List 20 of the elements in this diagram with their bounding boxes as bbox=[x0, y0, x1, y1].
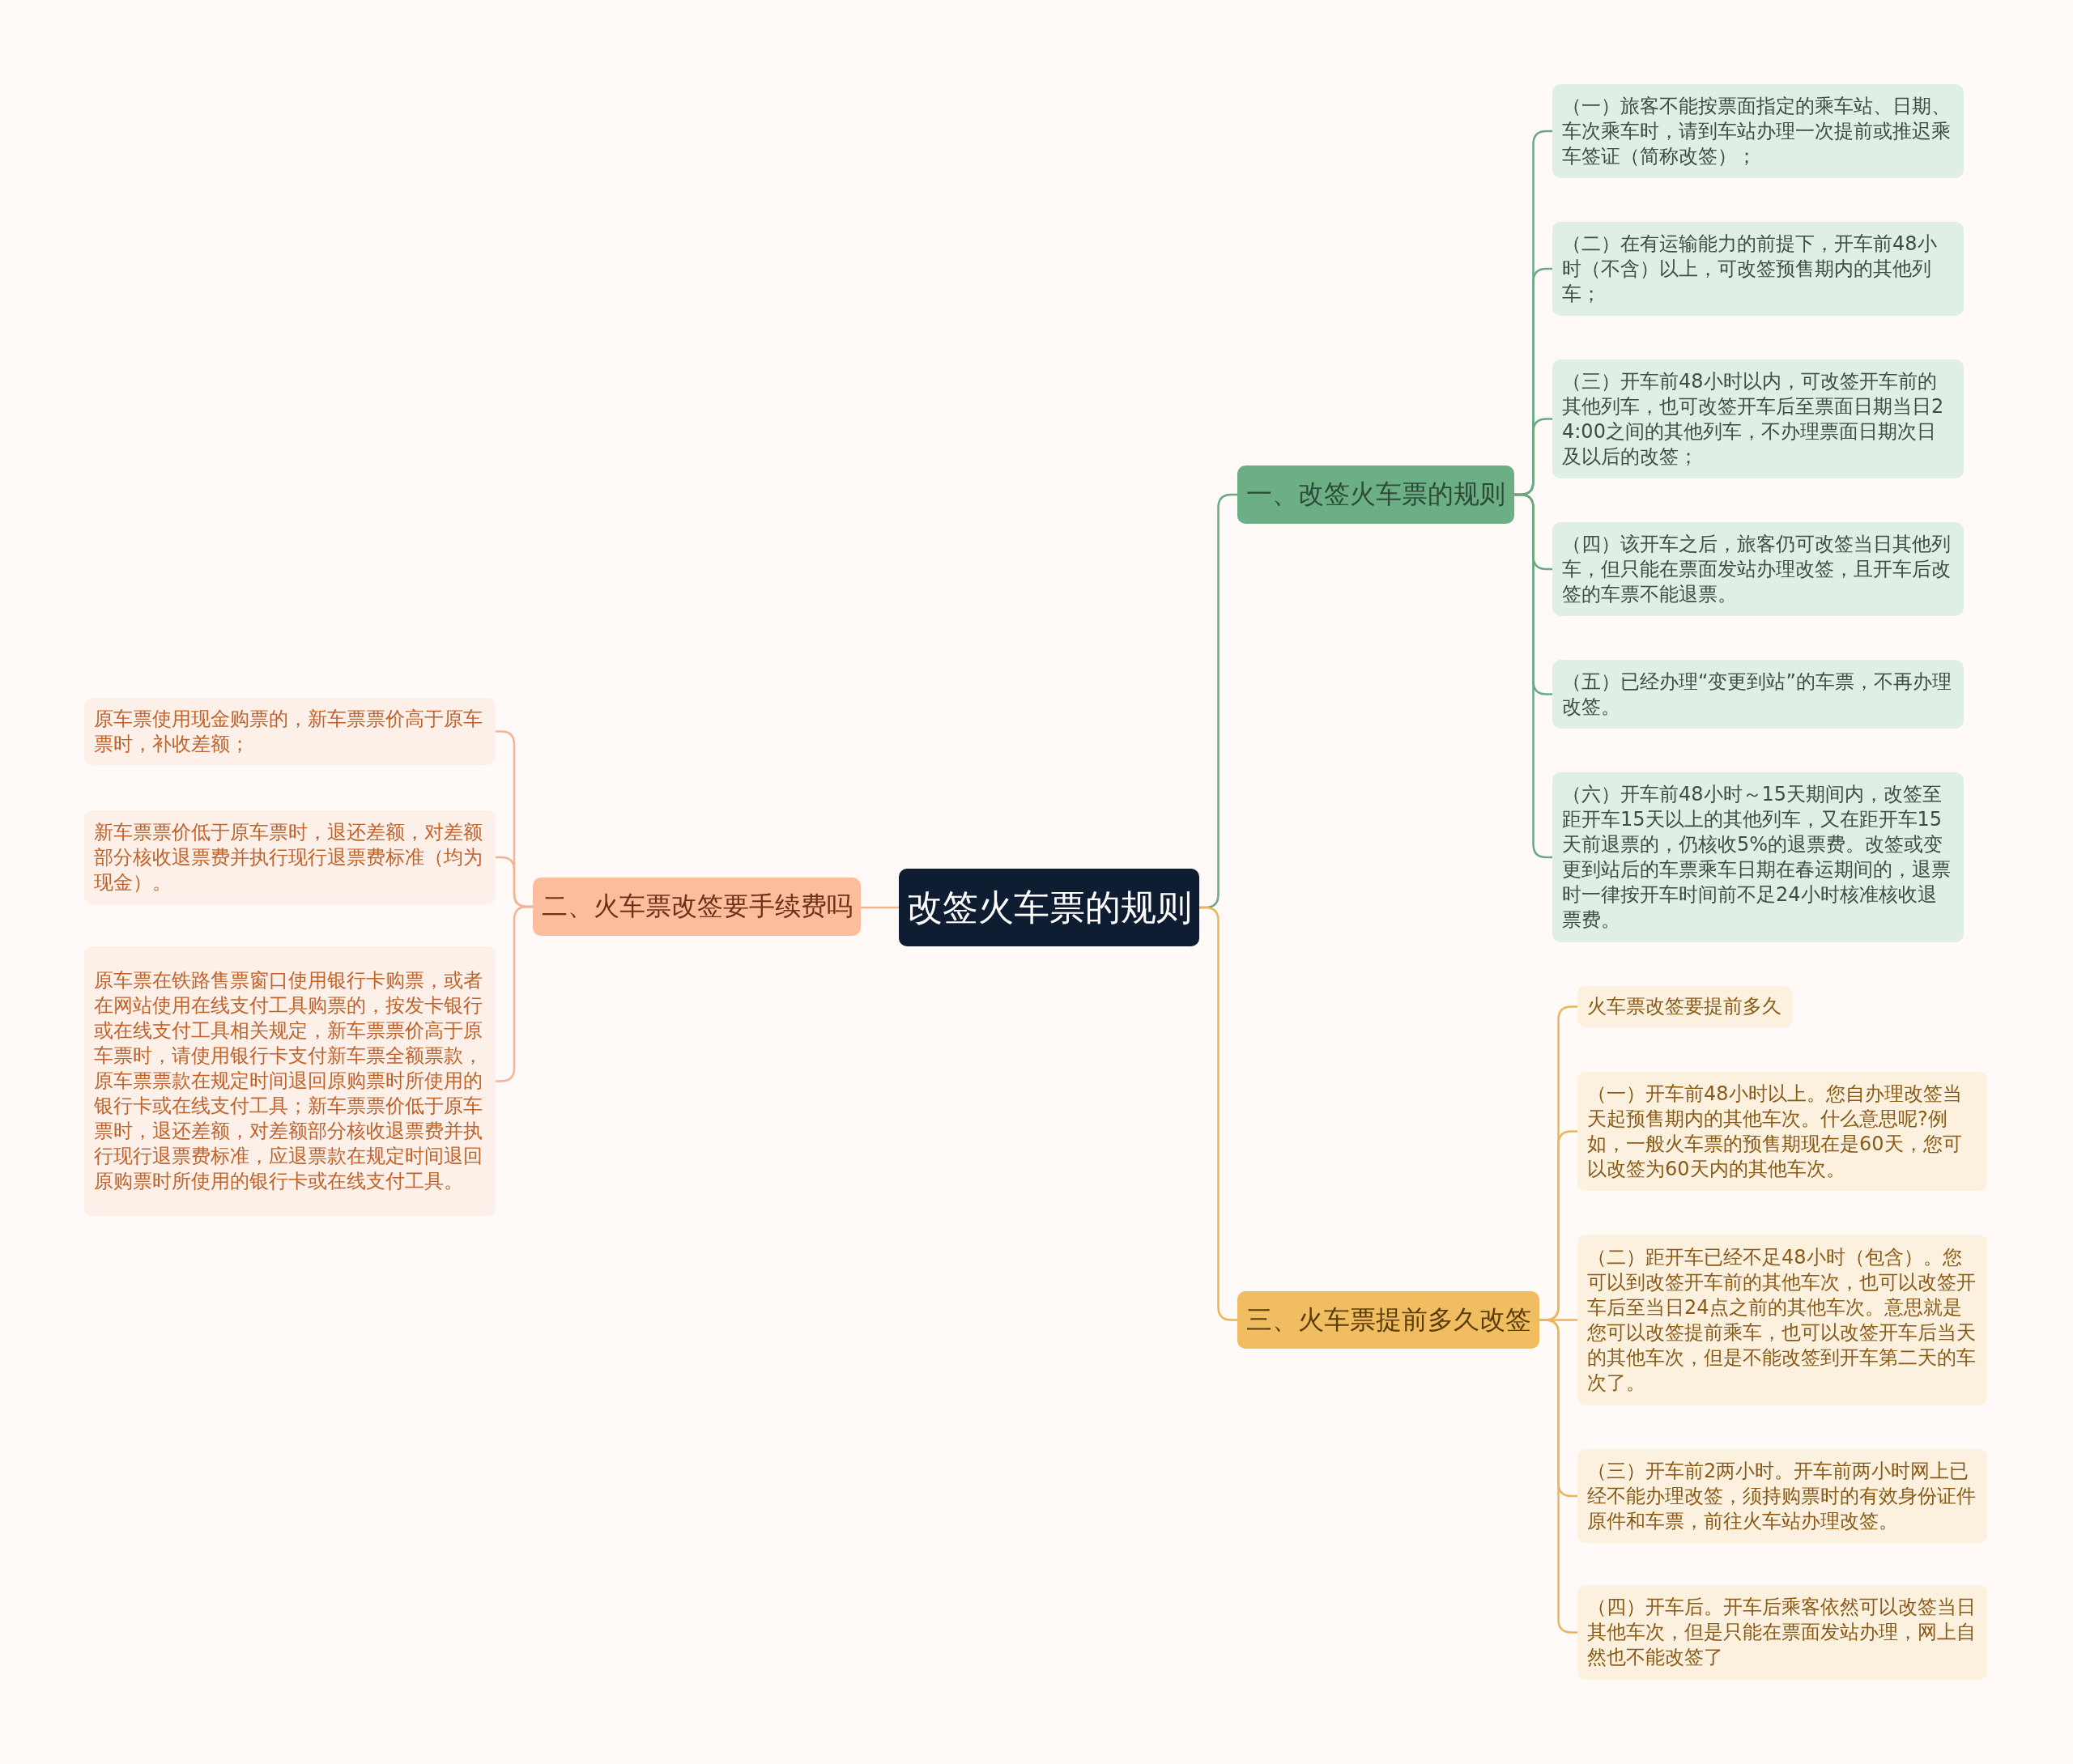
topic-box: （五）已经办理“变更到站”的车票，不再办理改签。 bbox=[1552, 660, 1964, 729]
topic-box: 火车票改签要提前多久 bbox=[1577, 986, 1792, 1027]
topic-box: （三）开车前2两小时。开车前两小时网上已经不能办理改签，须持购票时的有效身份证件原件和车票，前往火车站办理改签。 bbox=[1577, 1449, 1987, 1543]
topic-box: 原车票在铁路售票窗口使用银行卡购票，或者在网站使用在线支付工具购票的，按发卡银行或在线支付工具相关规定，新车票票价高于原车票时，请使用银行卡支付新车票全额票款，原车票票款在规定时间退回原购票时所使用的银行卡或在线支付工具；新车票票价低于原车票时，退还差额，对差额部分核收退票费并执行现行退票费标准，应退票款在规定时间退回原购票时所使用的银行卡或在线支付工具。 bbox=[84, 946, 496, 1216]
connector-line bbox=[861, 906, 899, 909]
central-topic-box: 改签火车票的规则 bbox=[899, 869, 1199, 946]
topic-box: （一）旅客不能按票面指定的乘车站、日期、车次乘车时，请到车站办理一次提前或推迟乘车签证（简称改签）； bbox=[1552, 84, 1964, 178]
branch-box: 三、火车票提前多久改签 bbox=[1237, 1291, 1539, 1349]
topic-box: （一）开车前48小时以上。您自办理改签当天起预售期内的其他车次。什么意思呢?例如，一般火车票的预售期现在是60天，您可以改签为60天内的其他车次。 bbox=[1577, 1072, 1987, 1191]
topic-box: （四）开车后。开车后乘客依然可以改签当日其他车次，但是只能在票面发站办理，网上自然也不能改签了 bbox=[1577, 1585, 1987, 1680]
topic-box: 原车票使用现金购票的，新车票票价高于原车票时，补收差额； bbox=[84, 698, 496, 765]
topic-box: （六）开车前48小时～15天期间内，改签至距开车15天以上的其他列车，又在距开车15天前退票的，仍核收5%的退票费。改签或变更到站后的车票乘车日期在春运期间的，退票时一律按开车时间前不足24小时核准核收退票费。 bbox=[1552, 772, 1964, 942]
connector-line bbox=[1539, 1319, 1577, 1634]
topic-box: （三）开车前48小时以内，可改签开车前的其他列车，也可改签开车后至票面日期当日24:00之间的其他列车，不办理票面日期次日及以后的改签； bbox=[1552, 359, 1964, 478]
topic-box: （四）该开车之后，旅客仍可改签当日其他列车，但只能在票面发站办理改签，且开车后改签的车票不能退票。 bbox=[1552, 522, 1964, 616]
topic-box: （二）距开车已经不足48小时（包含）。您可以到改签开车前的其他车次，也可以改签开车后至当日24点之前的其他车次。意思就是您可以改签提前乘车，也可以改签开车后当天的其他车次，但是不能改签到开车第二天的车次了。 bbox=[1577, 1235, 1987, 1405]
topic-box: 新车票票价低于原车票时，退还差额，对差额部分核收退票费并执行现行退票费标准（均为现金）。 bbox=[84, 810, 496, 904]
branch-box: 一、改签火车票的规则 bbox=[1237, 465, 1514, 524]
topic-box: （二）在有运输能力的前提下，开车前48小时（不含）以上，可改签预售期内的其他列车； bbox=[1552, 222, 1964, 316]
branch-box: 二、火车票改签要手续费吗 bbox=[533, 878, 861, 936]
